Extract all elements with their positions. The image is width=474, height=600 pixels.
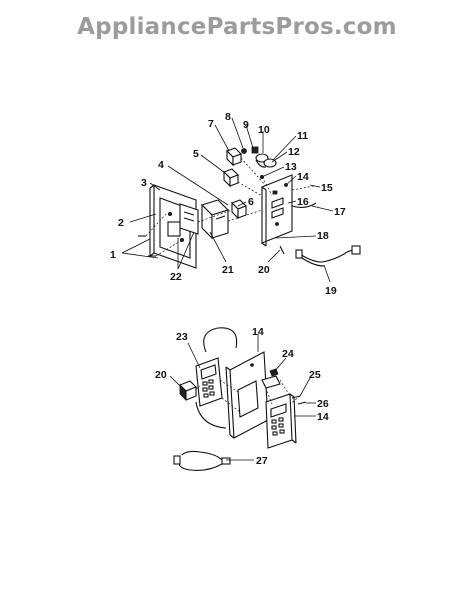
callout-6: 6 xyxy=(248,196,254,208)
control-board xyxy=(179,203,199,235)
front-control-panel xyxy=(265,393,297,449)
callout-8: 8 xyxy=(225,111,231,123)
screw-26 xyxy=(297,401,307,405)
power-cord xyxy=(295,245,361,267)
callout-14-lower-top: 14 xyxy=(252,326,264,338)
callout-14: 14 xyxy=(297,171,309,183)
callout-22: 22 xyxy=(170,271,182,283)
callout-15: 15 xyxy=(321,182,333,194)
connector-20 xyxy=(179,380,197,401)
touchpad-board xyxy=(195,357,223,407)
callout-11: 11 xyxy=(297,130,308,142)
right-control-panel xyxy=(261,174,293,247)
power-cord-27 xyxy=(173,450,231,471)
callout-19: 19 xyxy=(325,285,337,297)
callout-25: 25 xyxy=(309,369,321,381)
upper-assembly xyxy=(138,146,361,269)
callout-9: 9 xyxy=(243,119,249,131)
leader-lines-lower xyxy=(169,334,316,461)
callout-14-lower-front: 14 xyxy=(317,411,329,423)
callout-5: 5 xyxy=(193,148,199,160)
callout-27: 27 xyxy=(256,455,268,467)
callout-12: 12 xyxy=(288,146,300,158)
wire-loop xyxy=(203,327,238,353)
callout-24: 24 xyxy=(282,348,294,360)
callout-17: 17 xyxy=(334,206,346,218)
wire-lower xyxy=(195,401,227,429)
screw-25 xyxy=(291,395,301,399)
callout-10: 10 xyxy=(258,124,270,136)
exploded-view-lines-lower xyxy=(195,379,301,413)
callout-2: 2 xyxy=(118,217,124,229)
callout-7: 7 xyxy=(208,118,214,130)
switch-5 xyxy=(223,168,239,188)
callout-13: 13 xyxy=(285,161,297,173)
callout-26: 26 xyxy=(317,398,329,410)
lower-assembly xyxy=(173,327,307,471)
callout-1: 1 xyxy=(110,249,116,261)
callouts-lower: 23 20 14 24 25 26 14 27 xyxy=(155,326,329,467)
callout-23: 23 xyxy=(176,331,188,343)
lower-mounting-panel xyxy=(225,351,269,439)
wire-17 xyxy=(291,202,317,209)
watermark-text: AppliancePartsPros.com xyxy=(77,14,397,40)
callout-20-lower: 20 xyxy=(155,369,167,381)
callout-4: 4 xyxy=(158,159,164,171)
callouts-upper: 1 2 3 4 5 6 7 8 9 10 11 12 13 14 15 16 1… xyxy=(110,111,346,297)
callout-3: 3 xyxy=(141,177,147,189)
connector-6 xyxy=(231,199,247,220)
leader-lines-upper xyxy=(121,117,334,283)
screws xyxy=(138,235,285,257)
callout-16: 16 xyxy=(297,196,309,208)
callout-20: 20 xyxy=(258,264,270,276)
callout-21: 21 xyxy=(222,264,234,276)
transformer-box xyxy=(200,199,230,240)
switch-7 xyxy=(226,147,242,167)
callout-18: 18 xyxy=(317,230,329,242)
small-parts-cluster xyxy=(241,146,277,179)
